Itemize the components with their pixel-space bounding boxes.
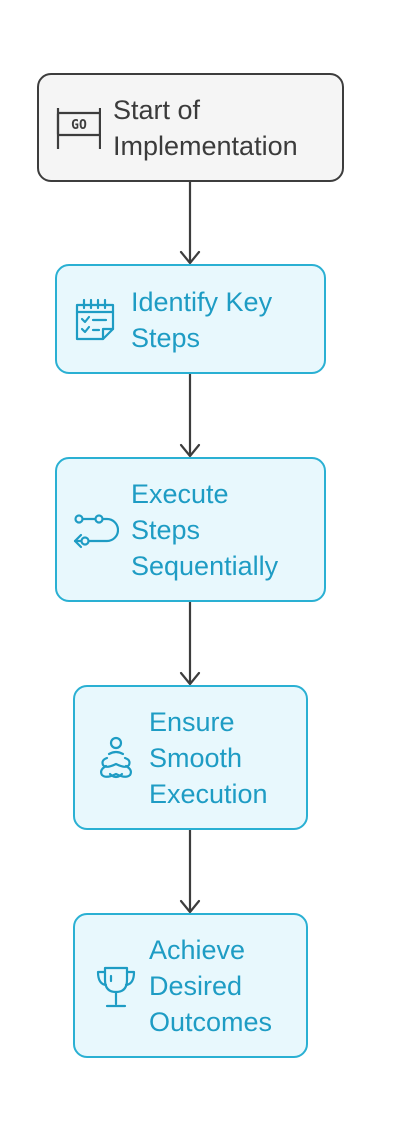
checklist-icon — [73, 297, 119, 343]
achieve-desired-outcomes-node[interactable]: Achieve Desired Outcomes — [73, 913, 308, 1058]
arrowhead-achieve — [179, 899, 201, 914]
identify-key-steps-node[interactable]: Identify Key Steps — [55, 264, 326, 374]
start-of-implementation-node[interactable]: GO Start of Implementation — [37, 73, 344, 182]
sequence-arrows-icon — [73, 508, 119, 554]
execute-label: Execute Steps Sequentially — [131, 479, 279, 581]
svg-text:GO: GO — [71, 118, 87, 133]
arrowhead-execute — [179, 443, 201, 458]
ensure-smooth-execution-node[interactable]: Ensure Smooth Execution — [73, 685, 308, 830]
meditation-icon — [93, 736, 139, 782]
arrowhead-ensure — [179, 671, 201, 686]
ensure-label: Ensure Smooth Execution — [149, 707, 268, 809]
start-label: Start of Implementation — [113, 95, 298, 161]
identify-label: Identify Key Steps — [131, 287, 273, 353]
arrowhead-identify — [179, 250, 201, 265]
go-sign-icon: GO — [55, 105, 101, 151]
achieve-label: Achieve Desired Outcomes — [149, 935, 273, 1037]
trophy-icon — [93, 964, 139, 1010]
execute-steps-sequentially-node[interactable]: Execute Steps Sequentially — [55, 457, 326, 602]
